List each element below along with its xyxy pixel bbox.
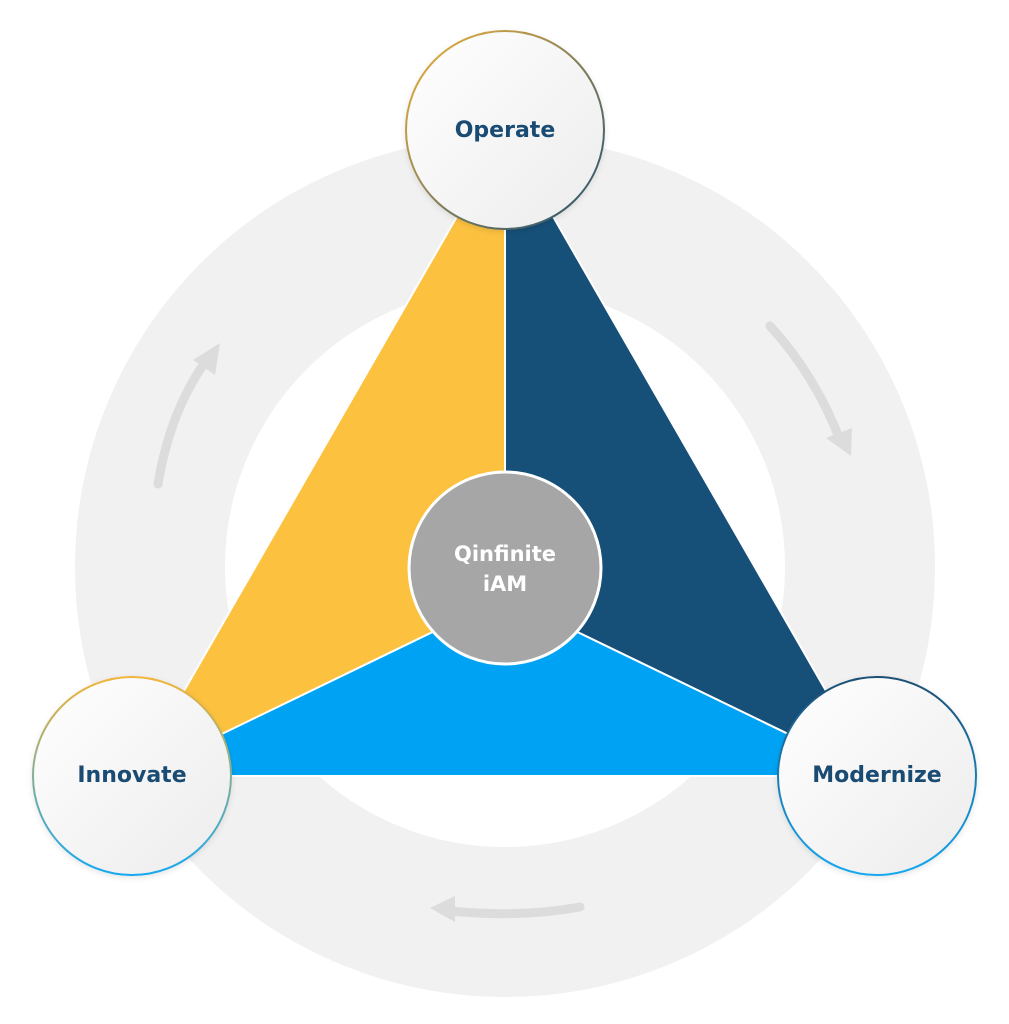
node-modernize-label: Modernize <box>812 763 941 788</box>
arrow-right-icon <box>765 321 852 456</box>
cycle-arrows <box>153 321 852 922</box>
node-operate-label: Operate <box>455 118 556 143</box>
node-innovate-label: Innovate <box>77 763 186 788</box>
center-label-line1: Qinfinite <box>454 542 556 566</box>
node-innovate-circle <box>32 676 232 876</box>
center-label-line2: iAM <box>483 572 527 596</box>
node-operate-circle <box>405 30 605 230</box>
center-hub: Qinfinite iAM <box>407 470 603 666</box>
triangle <box>134 132 876 777</box>
arrow-bottom-icon <box>430 896 585 922</box>
node-operate: Operate <box>405 30 605 230</box>
triangle-segment-blue <box>134 596 876 777</box>
arrow-left-icon <box>153 343 220 489</box>
center-circle <box>407 470 603 666</box>
node-modernize-circle <box>777 676 977 876</box>
node-modernize: Modernize <box>777 676 977 876</box>
node-innovate: Innovate <box>32 676 232 876</box>
